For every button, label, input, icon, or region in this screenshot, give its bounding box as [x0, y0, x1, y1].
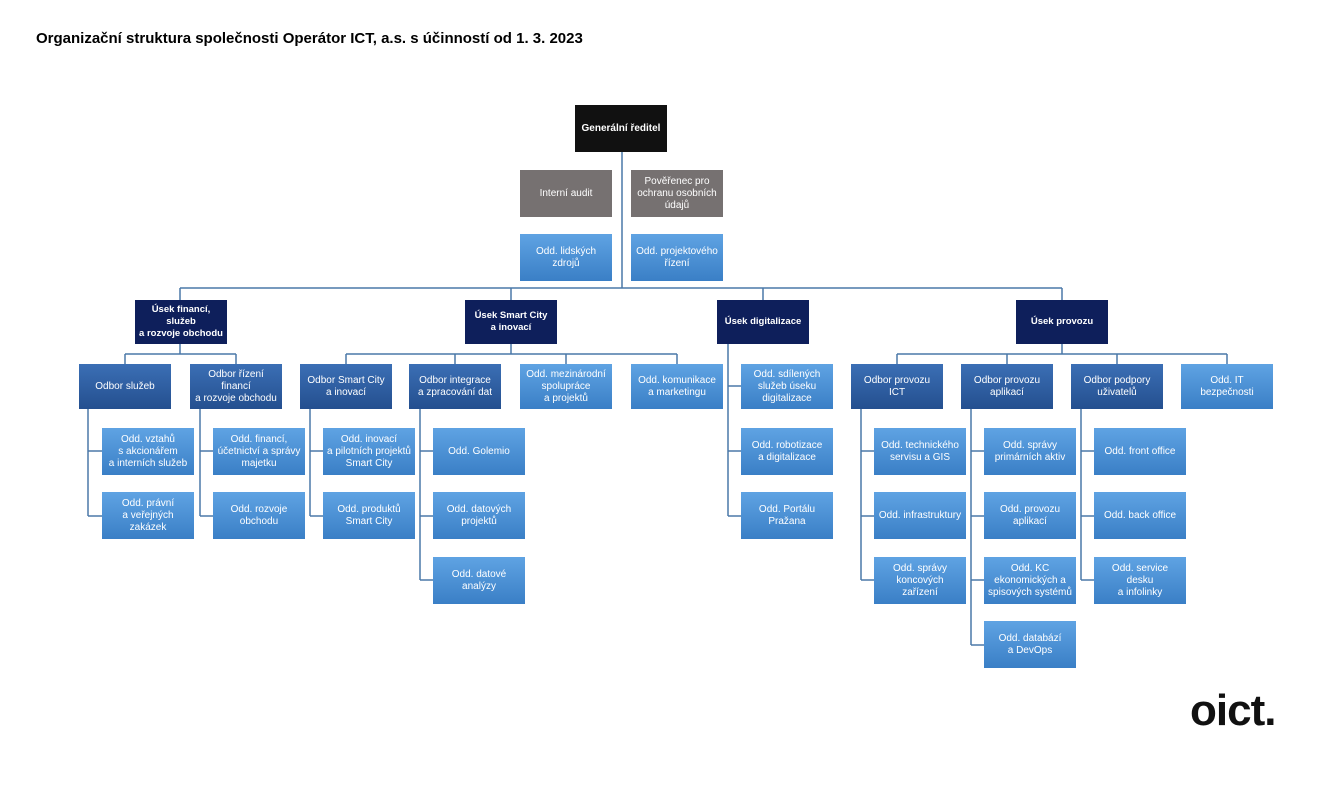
- box-odbor-integrace: Odbor integrace a zpracování dat: [409, 364, 501, 409]
- box-odd-it-bezpecnosti: Odd. IT bezpečnosti: [1181, 364, 1273, 409]
- box-odd-financi: Odd. financí, účetnictví a správy majetk…: [213, 428, 305, 475]
- oict-logo: oict.: [1190, 686, 1276, 735]
- box-odd-rozvoje-obchodu: Odd. rozvoje obchodu: [213, 492, 305, 539]
- box-odd-sdilenych-sluzeb: Odd. sdílených služeb úseku digitalizace: [741, 364, 833, 409]
- box-odbor-podpory-uzivatelu: Odbor podpory uživatelů: [1071, 364, 1163, 409]
- box-interni-audit: Interní audit: [520, 170, 612, 217]
- box-usek-digitalizace: Úsek digitalizace: [717, 300, 809, 344]
- box-odd-pravni: Odd. právní a veřejných zakázek: [102, 492, 194, 539]
- box-odd-databazi: Odd. databází a DevOps: [984, 621, 1076, 668]
- box-usek-provozu: Úsek provozu: [1016, 300, 1108, 344]
- box-odd-koncovych-zarizeni: Odd. správy koncových zařízení: [874, 557, 966, 604]
- box-odd-kc: Odd. KC ekonomických a spisových systémů: [984, 557, 1076, 604]
- box-odd-technickeho-servisu: Odd. technického servisu a GIS: [874, 428, 966, 475]
- box-odd-datovych-projektu: Odd. datových projektů: [433, 492, 525, 539]
- box-odbor-smart-city: Odbor Smart City a inovací: [300, 364, 392, 409]
- box-odd-komunikace: Odd. komunikace a marketingu: [631, 364, 723, 409]
- box-usek-smart-city: Úsek Smart City a inovací: [465, 300, 557, 344]
- box-odd-infrastruktury: Odd. infrastruktury: [874, 492, 966, 539]
- box-odd-primarnich-aktiv: Odd. správy primárních aktiv: [984, 428, 1076, 475]
- box-odd-lidskych-zdroju: Odd. lidských zdrojů: [520, 234, 612, 281]
- box-odd-vztahu: Odd. vztahů s akcionářem a interních slu…: [102, 428, 194, 475]
- box-odd-datove-analyzy: Odd. datové analýzy: [433, 557, 525, 604]
- box-poverenec: Pověřenec pro ochranu osobních údajů: [631, 170, 723, 217]
- page-title: Organizační struktura společnosti Operát…: [36, 30, 583, 47]
- box-odbor-provozu-aplikaci: Odbor provozu aplikací: [961, 364, 1053, 409]
- box-odd-provozu-aplikaci: Odd. provozu aplikací: [984, 492, 1076, 539]
- box-odd-inovaci: Odd. inovací a pilotních projektů Smart …: [323, 428, 415, 475]
- box-odbor-rizeni-financi: Odbor řízení financí a rozvoje obchodu: [190, 364, 282, 409]
- box-odd-produktu: Odd. produktů Smart City: [323, 492, 415, 539]
- box-odbor-provozu-ict: Odbor provozu ICT: [851, 364, 943, 409]
- box-odd-golemio: Odd. Golemio: [433, 428, 525, 475]
- box-generalni-reditel: Generální ředitel: [575, 105, 667, 152]
- box-odd-service-desku: Odd. service desku a infolinky: [1094, 557, 1186, 604]
- box-usek-financi: Úsek financí, služeb a rozvoje obchodu: [135, 300, 227, 344]
- box-odd-back-office: Odd. back office: [1094, 492, 1186, 539]
- box-odd-robotizace: Odd. robotizace a digitalizace: [741, 428, 833, 475]
- box-odd-portalu-prazana: Odd. Portálu Pražana: [741, 492, 833, 539]
- box-odd-mezinarodni: Odd. mezinárodní spolupráce a projektů: [520, 364, 612, 409]
- box-odd-projektoveho-rizeni: Odd. projektového řízení: [631, 234, 723, 281]
- box-odd-front-office: Odd. front office: [1094, 428, 1186, 475]
- box-odbor-sluzeb: Odbor služeb: [79, 364, 171, 409]
